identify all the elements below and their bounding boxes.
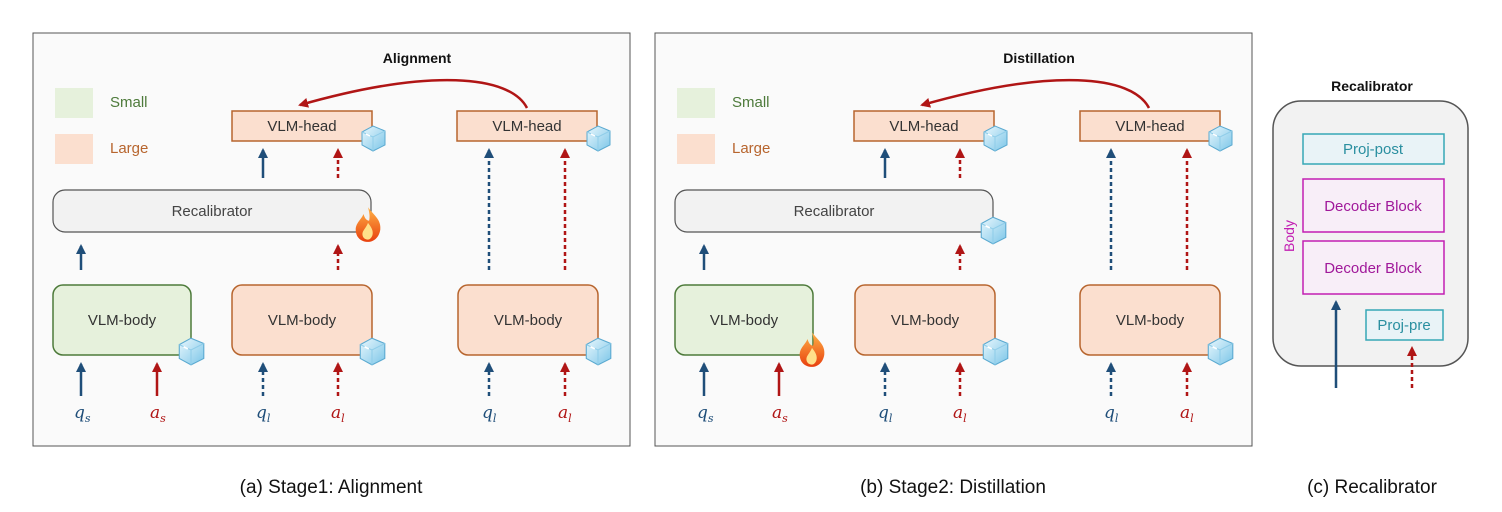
vlm-body-large-right — [457, 284, 599, 356]
body-label: Body — [1281, 220, 1297, 252]
distillation-arrow — [920, 78, 1151, 109]
ice-cube-icon — [359, 337, 386, 366]
panel-stage1: Alignment Small Large VLM-head VLM-head … — [32, 32, 631, 498]
legend-small-swatch — [55, 88, 93, 118]
input-a-large: al — [558, 403, 572, 425]
proj-post-label: Proj-post — [1343, 141, 1404, 158]
vlm-head-label: VLM-head — [267, 118, 336, 135]
flow-arrows — [699, 148, 1192, 396]
proj-post-block — [1302, 133, 1445, 165]
panel-caption: (c) Recalibrator — [1307, 477, 1438, 498]
ice-cube-icon — [361, 125, 386, 152]
legend-large-swatch — [677, 134, 715, 164]
panel-caption: (a) Stage1: Alignment — [240, 477, 423, 498]
vlm-head-right — [1079, 110, 1221, 142]
vlm-head-label: VLM-head — [889, 118, 958, 135]
input-q-small: qs — [74, 403, 91, 425]
vlm-body-label: VLM-body — [494, 312, 563, 329]
panel-recalibrator: Recalibrator Body Proj-post Decoder Bloc… — [1272, 78, 1469, 498]
vlm-body-small — [52, 284, 192, 356]
vlm-head-right — [456, 110, 598, 142]
vlm-body-label: VLM-body — [891, 312, 960, 329]
panel-title: Distillation — [1003, 50, 1075, 66]
recalibrator-label: Recalibrator — [794, 203, 875, 220]
alignment-arrow — [298, 78, 529, 109]
panel-caption: (b) Stage2: Distillation — [860, 477, 1046, 498]
vlm-body-label: VLM-body — [88, 312, 157, 329]
ice-cube-icon — [178, 337, 205, 366]
flow-arrows — [76, 148, 570, 396]
vlm-body-large-right — [1079, 284, 1221, 356]
ice-cube-icon — [1207, 337, 1234, 366]
input-a-large: al — [331, 403, 345, 425]
input-a-small: as — [150, 403, 166, 425]
recalibrator-label: Recalibrator — [172, 203, 253, 220]
panel-frame — [32, 32, 631, 447]
vlm-head-left — [231, 110, 373, 142]
ice-cube-icon — [586, 125, 611, 152]
input-q-large: ql — [1104, 403, 1119, 425]
legend-small-label: Small — [732, 94, 770, 111]
recalibrator-body-frame — [1272, 100, 1469, 367]
decoder-block-label: Decoder Block — [1324, 198, 1422, 215]
panel-title: Recalibrator — [1331, 78, 1413, 94]
legend-small-label: Small — [110, 94, 148, 111]
decoder-block-1 — [1302, 178, 1445, 233]
vlm-body-label: VLM-body — [1116, 312, 1185, 329]
vlm-body-large-left — [854, 284, 996, 356]
vlm-head-label: VLM-head — [492, 118, 561, 135]
vlm-body-large-left — [231, 284, 373, 356]
ice-cube-icon — [982, 337, 1009, 366]
decoder-block-label: Decoder Block — [1324, 260, 1422, 277]
input-a-small: as — [772, 403, 788, 425]
legend-small-swatch — [677, 88, 715, 118]
panel-frame — [654, 32, 1253, 447]
ice-cube-icon — [585, 337, 612, 366]
recalibrator-box — [674, 189, 994, 233]
input-q-large: ql — [256, 403, 271, 425]
decoder-block-2 — [1302, 240, 1445, 295]
input-a-large: al — [953, 403, 967, 425]
legend-large-label: Large — [732, 140, 770, 157]
vlm-head-left — [853, 110, 995, 142]
vlm-body-small — [674, 284, 814, 356]
input-q-large: ql — [482, 403, 497, 425]
legend-large-label: Large — [110, 140, 148, 157]
vlm-body-label: VLM-body — [268, 312, 337, 329]
vlm-body-label: VLM-body — [710, 312, 779, 329]
panel-title: Alignment — [383, 50, 452, 66]
input-a-large: al — [1180, 403, 1194, 425]
panel-stage2: Distillation Small Large VLM-head VLM-he… — [654, 32, 1253, 498]
ice-cube-icon — [983, 125, 1008, 152]
ice-cube-icon — [1208, 125, 1233, 152]
input-q-small: qs — [697, 403, 714, 425]
ice-cube-icon — [980, 216, 1007, 245]
input-q-large: ql — [878, 403, 893, 425]
proj-pre-block — [1365, 309, 1444, 341]
proj-pre-label: Proj-pre — [1377, 317, 1430, 334]
vlm-head-label: VLM-head — [1115, 118, 1184, 135]
legend-large-swatch — [55, 134, 93, 164]
